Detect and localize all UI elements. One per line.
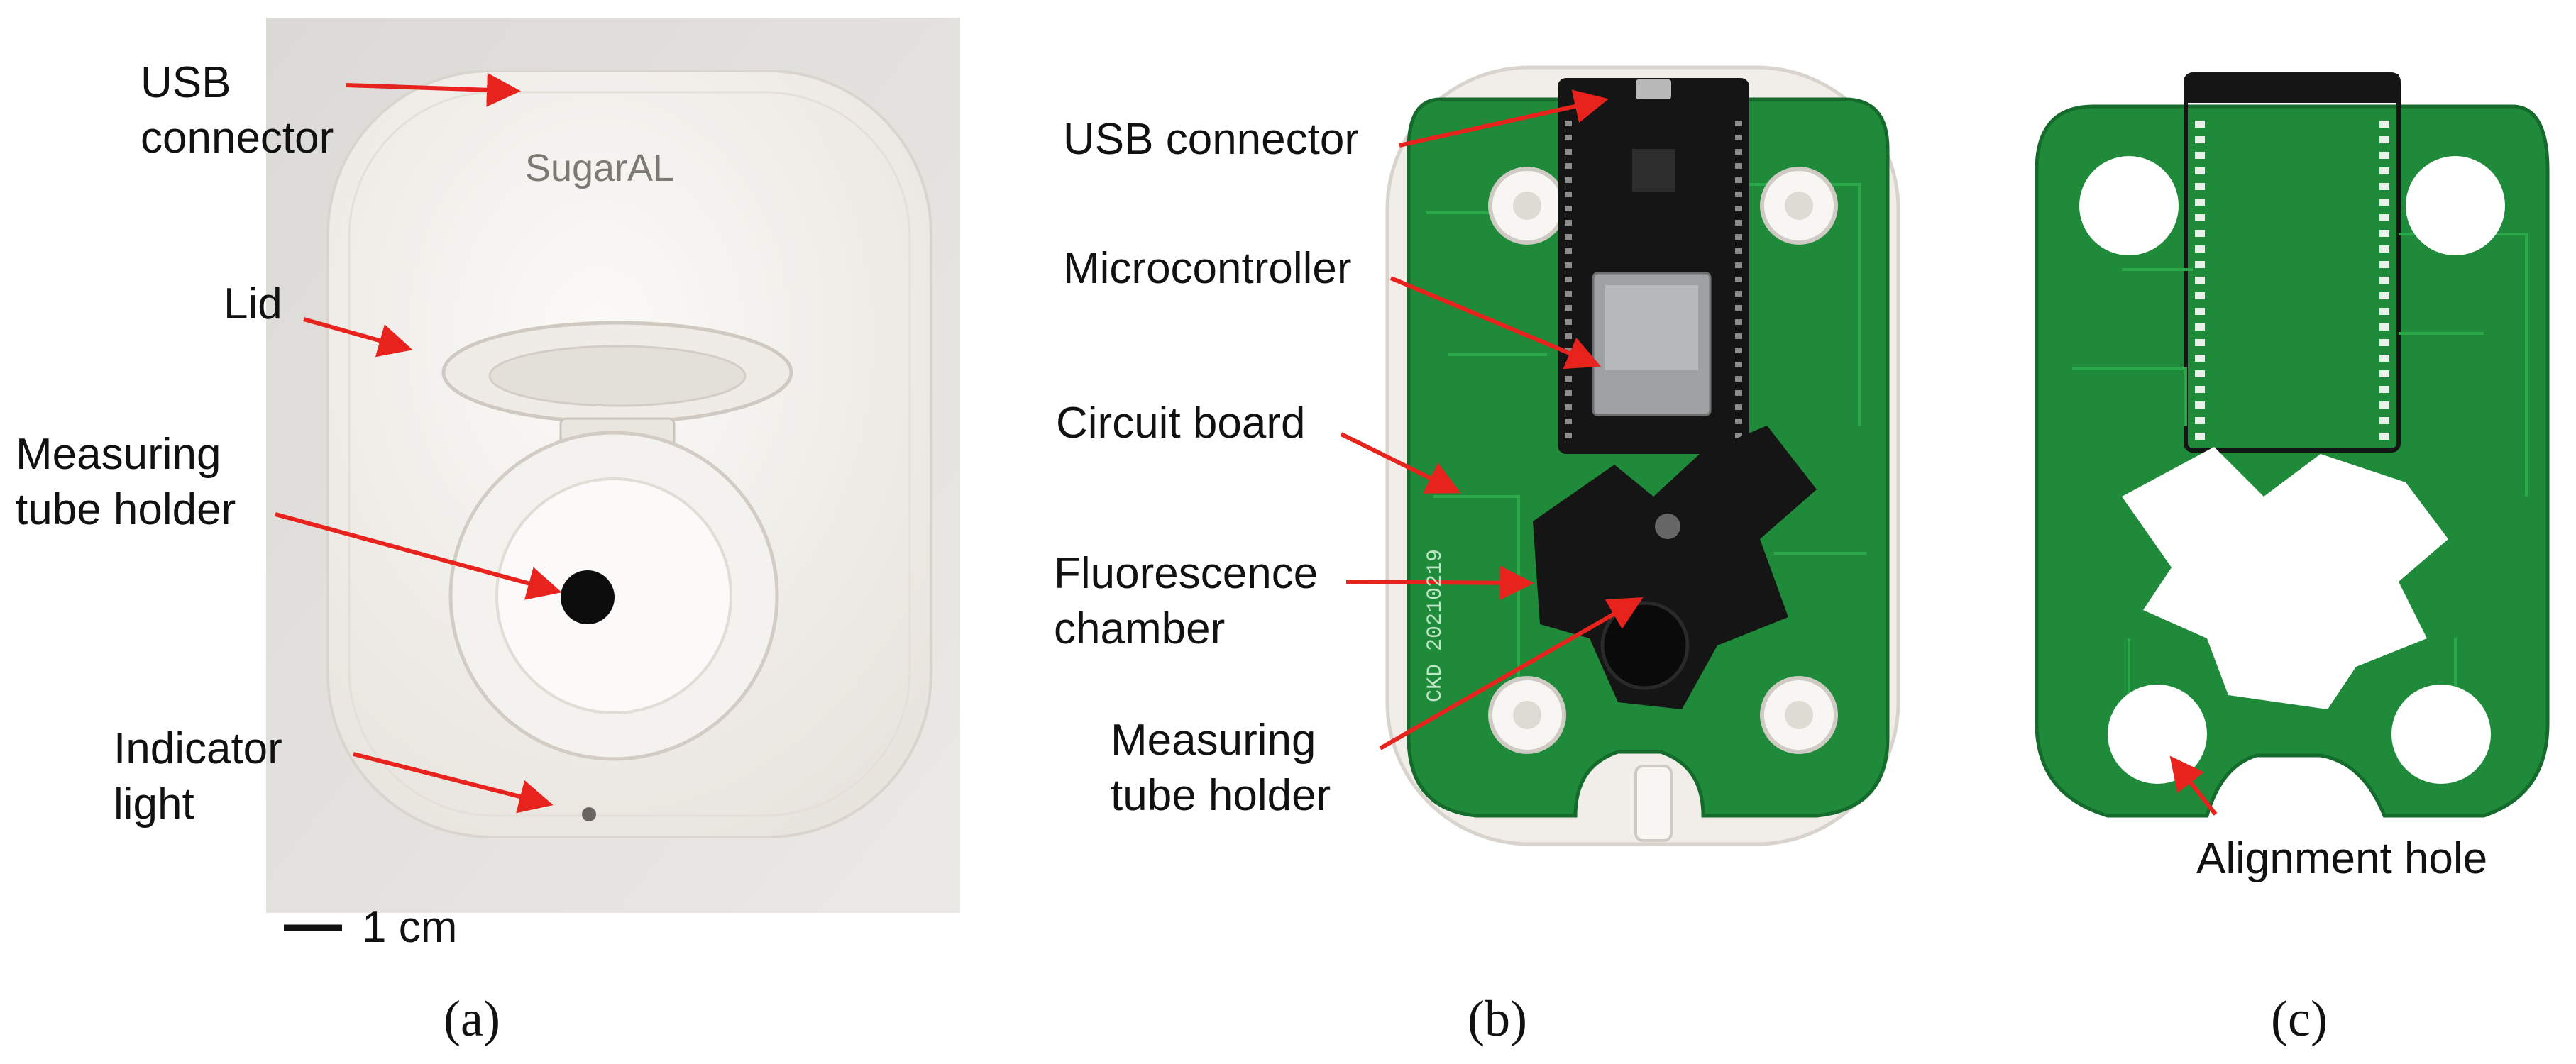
- label-fluor-line1: Fluorescence: [1054, 549, 1319, 598]
- caption-a: (a): [444, 990, 500, 1047]
- lid-inner: [488, 345, 747, 407]
- label-indicator-line1: Indicator: [114, 724, 282, 773]
- label-indicator-line2: light: [114, 780, 194, 829]
- panel-b-photo: [1385, 65, 1900, 846]
- label-indicator-light: Indicator light: [114, 721, 282, 832]
- alignment-hole-br: [2391, 685, 2491, 784]
- label-usb-line2: connector: [141, 113, 334, 162]
- label-tube-line2: tube holder: [16, 485, 236, 534]
- label-usb-line1: USB: [141, 58, 231, 107]
- usb-port-b: [1636, 79, 1671, 99]
- caption-c: (c): [2271, 990, 2328, 1047]
- label-alignment-hole: Alignment hole: [2196, 834, 2488, 883]
- pcb-b: [1407, 97, 1890, 818]
- hole-tr: [2406, 156, 2505, 255]
- label-tube-b-line1: Measuring: [1111, 716, 1316, 765]
- chamber-cutout: [2122, 447, 2448, 709]
- scale-bar-label: 1 cm: [362, 903, 458, 952]
- label-fluorescence-chamber: Fluorescence chamber: [1054, 546, 1318, 657]
- label-usb-connector-a: USB connector: [141, 55, 334, 166]
- label-fluor-line2: chamber: [1054, 604, 1226, 653]
- panel-b-arrows: [1340, 89, 1644, 750]
- panel-c-photo: [2035, 72, 2550, 818]
- caption-b: (b): [1468, 990, 1527, 1047]
- alignment-hole-bl: [2108, 685, 2207, 784]
- panel-c-arrows: [2169, 755, 2218, 816]
- label-tube-holder-a: Measuring tube holder: [16, 427, 236, 538]
- panel-a-arrows: [275, 72, 562, 814]
- tube-holder-hole: [561, 570, 615, 624]
- label-circuit-board: Circuit board: [1056, 399, 1306, 448]
- device-bezel: [348, 91, 911, 817]
- board-silkscreen: CKD 20210219: [1424, 549, 1448, 702]
- label-lid: Lid: [224, 279, 282, 328]
- brand-logo: SugarAL: [525, 147, 674, 189]
- label-tube-line1: Measuring: [16, 430, 221, 479]
- label-tube-b-line2: tube holder: [1111, 771, 1331, 820]
- label-usb-connector-b: USB connector: [1063, 115, 1359, 164]
- hole-tl: [2079, 156, 2179, 255]
- indicator-light: [582, 807, 596, 821]
- label-microcontroller: Microcontroller: [1063, 244, 1352, 293]
- panel-a-photo: [266, 18, 960, 931]
- label-tube-holder-b: Measuring tube holder: [1111, 713, 1331, 824]
- housing-tube: [1634, 765, 1673, 842]
